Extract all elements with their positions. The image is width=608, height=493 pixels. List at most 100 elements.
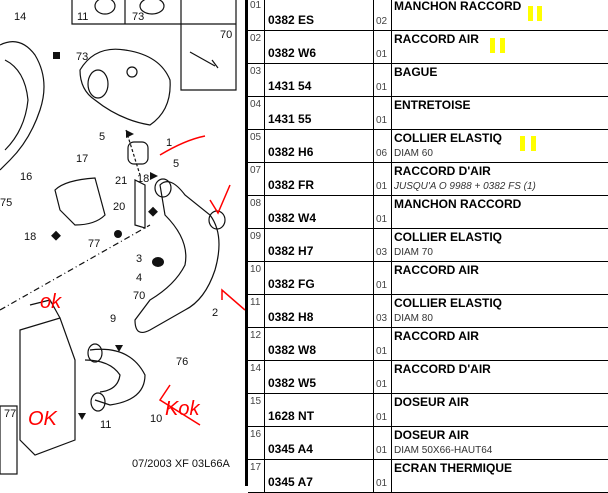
item-index: 04 <box>250 99 262 110</box>
index-cell: 15 <box>248 394 265 426</box>
description-cell: RACCORD AIR <box>392 262 608 294</box>
item-index: 05 <box>250 132 262 143</box>
table-row[interactable]: 08 0382 W4 01 MANCHON RACCORD <box>248 196 608 229</box>
part-description: BAGUE <box>394 65 438 79</box>
part-quantity: 01 <box>376 445 388 456</box>
quantity-cell: 01 <box>374 427 392 459</box>
part-description: RACCORD AIR <box>394 329 479 343</box>
item-index: 17 <box>250 462 262 473</box>
red-arrow-annotation <box>159 135 206 156</box>
callout-70: 70 <box>133 290 145 302</box>
part-quantity: 01 <box>376 379 388 390</box>
callout-9: 9 <box>110 313 116 325</box>
item-index: 08 <box>250 198 262 209</box>
reference-cell: 0382 H8 <box>265 295 374 327</box>
part-detail: DIAM 80 <box>394 313 433 324</box>
part-description: DOSEUR AIR <box>394 428 469 442</box>
part-quantity: 06 <box>376 148 388 159</box>
part-quantity: 01 <box>376 49 388 60</box>
part-reference[interactable]: 1431 54 <box>268 79 312 93</box>
reference-cell: 0345 A4 <box>265 427 374 459</box>
quantity-cell: 01 <box>374 97 392 129</box>
description-cell: DOSEUR AIR <box>392 394 608 426</box>
callout-11: 11 <box>100 419 111 431</box>
description-cell: MANCHON RACCORD <box>392 196 608 228</box>
part-reference[interactable]: 0382 FG <box>268 277 315 291</box>
part-quantity: 01 <box>376 181 388 192</box>
part-quantity: 01 <box>376 214 388 225</box>
description-cell: BAGUE <box>392 64 608 96</box>
part-detail: JUSQU'A O 9988 + 0382 FS (1) <box>394 181 536 192</box>
table-row[interactable]: 07 0382 FR 01 RACCORD D'AIR JUSQU'A O 9988 +… <box>248 163 608 196</box>
part-quantity: 01 <box>376 280 388 291</box>
callout-18: 18 <box>137 173 149 185</box>
item-index: 03 <box>250 66 262 77</box>
reference-cell: 0382 W4 <box>265 196 374 228</box>
reference-cell: 1628 NT <box>265 394 374 426</box>
item-index: 12 <box>250 330 262 341</box>
part-reference[interactable]: 0382 W4 <box>268 211 317 225</box>
part-quantity: 02 <box>376 16 388 27</box>
part-reference[interactable]: 0382 W5 <box>268 376 317 390</box>
item-index: 11 <box>250 297 261 308</box>
index-cell: 09 <box>248 229 265 261</box>
callout-18: 18 <box>24 231 36 243</box>
part-reference[interactable]: 0382 ES <box>268 13 315 27</box>
index-cell: 14 <box>248 361 265 393</box>
part-reference[interactable]: 1431 55 <box>268 112 312 126</box>
handwritten-ok: ok <box>40 291 62 313</box>
part-reference[interactable]: 0345 A4 <box>268 442 313 456</box>
part-reference[interactable]: 0382 W6 <box>268 46 317 60</box>
part-reference[interactable]: 0382 H6 <box>268 145 314 159</box>
part-reference[interactable]: 1628 NT <box>268 409 315 423</box>
part-reference[interactable]: 0382 FR <box>268 178 315 192</box>
description-cell: ECRAN THERMIQUE <box>392 460 608 492</box>
red-arrow-annotation <box>221 288 245 311</box>
yellow-highlight-mark <box>537 6 542 21</box>
index-cell: 05 <box>248 130 265 162</box>
quantity-cell: 01 <box>374 64 392 96</box>
item-index: 07 <box>250 165 262 176</box>
quantity-cell: 01 <box>374 328 392 360</box>
part-description: COLLIER ELASTIQ <box>394 230 502 244</box>
index-cell: 12 <box>248 328 265 360</box>
quantity-cell: 01 <box>374 31 392 63</box>
callout-16: 16 <box>20 171 32 183</box>
part-reference[interactable]: 0382 H8 <box>268 310 314 324</box>
index-cell: 04 <box>248 97 265 129</box>
item-index: 01 <box>250 0 262 11</box>
yellow-highlight-mark <box>490 38 495 53</box>
callout-5: 5 <box>173 158 179 170</box>
reference-cell: 0382 FR <box>265 163 374 195</box>
quantity-cell: 01 <box>374 460 392 492</box>
red-arrow-annotation <box>209 184 231 215</box>
part-description: RACCORD D'AIR <box>394 164 491 178</box>
reference-cell: 0382 FG <box>265 262 374 294</box>
index-cell: 17 <box>248 460 265 492</box>
callout-10: 10 <box>150 413 162 425</box>
part-description: DOSEUR AIR <box>394 395 469 409</box>
part-reference[interactable]: 0382 H7 <box>268 244 314 258</box>
part-reference[interactable]: 0382 W8 <box>268 343 317 357</box>
part-detail: DIAM 60 <box>394 148 433 159</box>
reference-cell: 0382 W8 <box>265 328 374 360</box>
part-quantity: 03 <box>376 247 388 258</box>
index-cell: 02 <box>248 31 265 63</box>
index-cell: 10 <box>248 262 265 294</box>
part-reference[interactable]: 0345 A7 <box>268 475 313 489</box>
callout-77-box: 77 <box>4 408 16 420</box>
